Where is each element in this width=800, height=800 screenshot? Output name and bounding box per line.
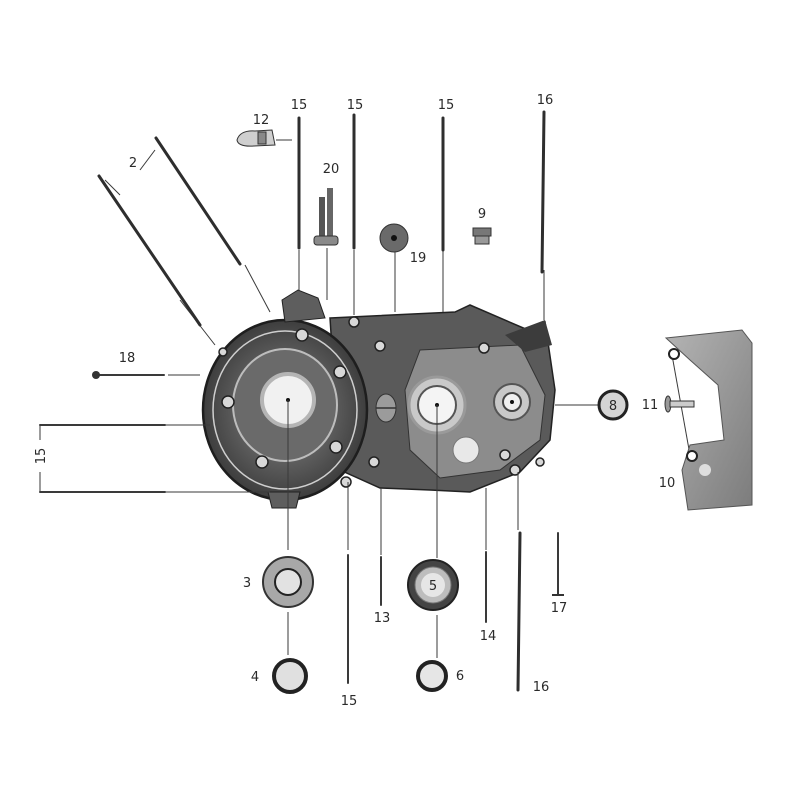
studs-and-bolts [39, 110, 564, 692]
callout-16-bottom: 16 [533, 680, 550, 695]
clip-12 [236, 129, 276, 147]
ring-6 [416, 660, 448, 692]
screw-plug-9 [472, 227, 492, 245]
callout-8: 8 [609, 399, 617, 414]
callout-15-top-a: 15 [291, 98, 308, 113]
callout-15-bottom: 15 [341, 694, 358, 709]
callout-15-left: 15 [34, 448, 49, 465]
callout-labels: 2 12 15 15 15 16 20 9 19 18 15 8 11 10 3… [34, 93, 675, 709]
callout-18: 18 [119, 351, 136, 366]
callout-10: 10 [659, 476, 676, 491]
callout-4: 4 [251, 670, 259, 685]
callout-13: 13 [374, 611, 391, 626]
callout-9: 9 [478, 207, 486, 222]
plug-8 [597, 389, 629, 421]
bolt-bosses [218, 316, 545, 488]
bolt-16-bottom [516, 531, 522, 692]
crankcase-upper-lug [505, 320, 552, 352]
inspection-hole [452, 436, 480, 464]
bearing-5 [407, 559, 459, 611]
callout-5: 5 [429, 579, 437, 594]
callout-11: 11 [642, 398, 659, 413]
ring-4 [272, 658, 308, 694]
stud-2a [97, 174, 202, 327]
crankcase-top-ear [281, 289, 326, 323]
callout-19: 19 [410, 251, 427, 266]
callout-12: 12 [253, 113, 270, 128]
crankcase-bottom-ear [267, 491, 301, 509]
callout-17: 17 [551, 601, 568, 616]
rivet-11 [664, 395, 695, 413]
callout-16-top: 16 [537, 93, 554, 108]
grommet-19 [379, 223, 409, 253]
seal-3 [262, 556, 314, 608]
callout-14: 14 [480, 629, 497, 644]
callout-6: 6 [456, 669, 464, 684]
callout-2: 2 [129, 156, 137, 171]
callout-15-top-b: 15 [347, 98, 364, 113]
leader-lines [39, 139, 691, 658]
bolt-16-top [540, 110, 546, 274]
breather-20 [313, 188, 339, 246]
stud-2b [154, 136, 242, 266]
callout-3: 3 [243, 576, 251, 591]
crankcase-half [201, 289, 556, 509]
callout-20: 20 [323, 162, 340, 177]
mounting-plate-10 [664, 329, 753, 511]
callout-15-top-c: 15 [438, 98, 455, 113]
